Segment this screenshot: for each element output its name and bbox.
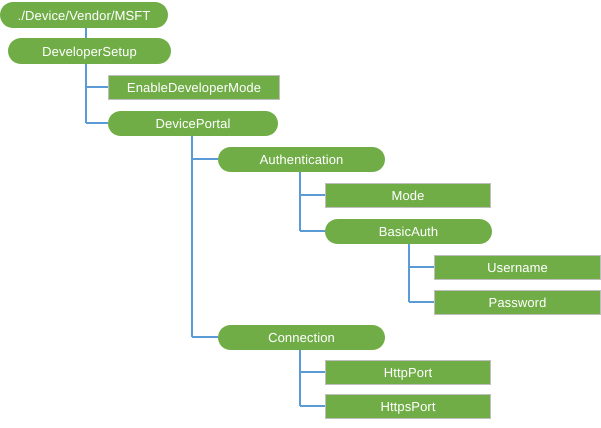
tree-node-mode[interactable]: Mode bbox=[325, 183, 491, 208]
tree-node-label-basicauth: BasicAuth bbox=[378, 224, 439, 239]
tree-node-label-enabledevelopermode: EnableDeveloperMode bbox=[126, 80, 262, 95]
tree-node-deviceportal[interactable]: DevicePortal bbox=[108, 111, 278, 136]
tree-node-httpport[interactable]: HttpPort bbox=[325, 360, 491, 385]
tree-node-label-developersetup: DeveloperSetup bbox=[42, 43, 137, 59]
tree-node-connection[interactable]: Connection bbox=[218, 325, 385, 350]
tree-node-label-deviceportal: DevicePortal bbox=[155, 116, 231, 131]
tree-node-root[interactable]: ./Device/Vendor/MSFT bbox=[0, 2, 168, 28]
tree-node-httpsport[interactable]: HttpsPort bbox=[325, 394, 491, 419]
tree-node-label-password: Password bbox=[488, 295, 547, 310]
tree-node-basicauth[interactable]: BasicAuth bbox=[325, 219, 492, 244]
tree-node-password[interactable]: Password bbox=[434, 290, 601, 315]
tree-node-enabledevelopermode[interactable]: EnableDeveloperMode bbox=[108, 75, 280, 100]
tree-node-label-httpport: HttpPort bbox=[383, 365, 433, 380]
tree-node-label-httpsport: HttpsPort bbox=[380, 399, 436, 414]
tree-node-label-root: ./Device/Vendor/MSFT bbox=[17, 7, 151, 23]
tree-node-label-username: Username bbox=[487, 260, 548, 275]
tree-node-username[interactable]: Username bbox=[434, 255, 601, 280]
tree-node-developersetup[interactable]: DeveloperSetup bbox=[8, 38, 171, 64]
tree-node-authentication[interactable]: Authentication bbox=[218, 147, 385, 172]
tree-node-label-connection: Connection bbox=[268, 330, 335, 345]
tree-node-label-authentication: Authentication bbox=[259, 152, 344, 167]
tree-node-label-mode: Mode bbox=[391, 188, 425, 203]
